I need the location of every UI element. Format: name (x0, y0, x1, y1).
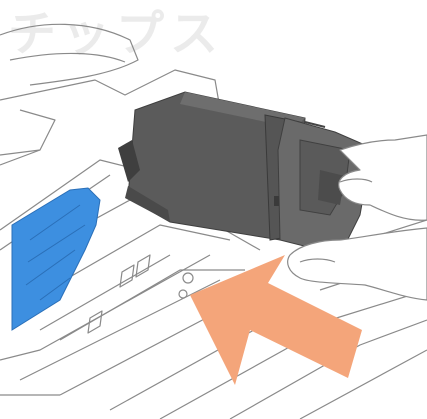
blue-lever-icon (12, 188, 100, 330)
toner-cartridge-icon (118, 92, 372, 250)
